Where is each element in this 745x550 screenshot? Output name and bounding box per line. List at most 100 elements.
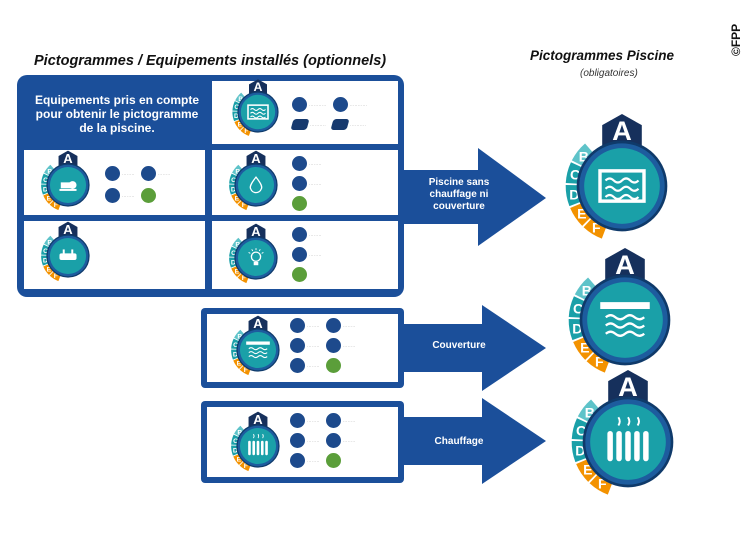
badge-inner — [237, 166, 275, 204]
moon-icon — [105, 188, 120, 203]
pool-water-icon — [247, 104, 269, 120]
meter-icon — [290, 413, 305, 428]
rating-letter: B — [235, 241, 240, 248]
rating-letter-a: A — [618, 371, 638, 402]
arrow-label-cover: Couverture — [432, 340, 486, 351]
rating-letter: E — [577, 205, 586, 221]
rating-letter: B — [238, 96, 243, 103]
moon-icon — [290, 358, 305, 373]
left-title: Pictogrammes / Equipements installés (op… — [34, 53, 387, 69]
pool-cover-icon — [600, 302, 650, 337]
rating-letter: B — [237, 333, 242, 340]
robot-icon — [59, 249, 77, 260]
rating-letter: B — [585, 404, 595, 420]
rating-letter: E — [238, 122, 243, 129]
rating-letter: F — [244, 128, 248, 135]
radiator-icon — [248, 433, 268, 456]
lightbulb-icon — [248, 248, 264, 266]
badge-inner — [237, 239, 275, 277]
icons-light: ........ ........ — [292, 227, 328, 282]
eco-icon — [140, 188, 156, 203]
rating-letter: B — [579, 148, 589, 164]
scop-icon — [290, 453, 305, 468]
badge-inner — [240, 94, 276, 130]
sound-icon — [290, 433, 305, 448]
rating-letter: B — [582, 282, 592, 298]
right-subtitle: (obligatoires) — [580, 68, 638, 79]
rating-letter: D — [43, 258, 48, 265]
meter-icon — [325, 413, 341, 428]
rating-letter: B — [47, 239, 52, 246]
bolt-icon — [292, 227, 307, 242]
rating-letter: F — [598, 475, 607, 491]
rating-letter-a: A — [251, 151, 261, 166]
icons-cover: ................ ................ ......… — [290, 318, 396, 373]
rating-letter: E — [583, 461, 592, 477]
bolt-icon — [292, 156, 307, 171]
tile-icon — [290, 119, 310, 130]
meter-icon — [325, 318, 341, 333]
arrow-label-no-heating: Piscine sans chauffage ni couverture — [428, 177, 490, 212]
rating-letter: C — [231, 177, 236, 184]
arrow-no-heating — [400, 148, 546, 246]
panel-intro: Equipements pris en compte pour obtenir … — [34, 93, 200, 135]
arrow-label-heating: Chauffage — [434, 436, 484, 447]
rating-letter: D — [569, 187, 579, 203]
rating-letter: B — [237, 429, 242, 436]
badge-inner — [587, 282, 663, 358]
rating-letter: C — [576, 423, 586, 439]
arrow-cover — [400, 305, 546, 391]
pool-cover-icon — [246, 341, 270, 359]
rating-letter: D — [572, 321, 582, 337]
rating-letter: D — [43, 187, 48, 194]
meter-icon — [332, 97, 348, 112]
rating-letter: D — [575, 443, 585, 459]
rating-letter-a: A — [251, 224, 261, 239]
rating-letter: B — [47, 168, 52, 175]
badge-inner — [239, 331, 277, 369]
shower-icon — [325, 338, 341, 353]
rating-letter: C — [231, 250, 236, 257]
eco-icon — [292, 267, 307, 282]
rating-letter: D — [231, 187, 236, 194]
rating-letter: F — [242, 275, 246, 282]
pool-water-icon — [598, 169, 646, 203]
rating-letter: C — [570, 167, 580, 183]
rating-letter: F — [244, 463, 248, 470]
rating-letter: E — [47, 266, 52, 273]
eco-icon — [325, 453, 341, 468]
rating-letter: F — [242, 202, 246, 209]
rating-letter-a: A — [615, 249, 635, 280]
eco-icon — [292, 196, 307, 211]
rating-letter-a: A — [612, 115, 632, 146]
rating-letter: F — [244, 367, 248, 374]
moon-icon — [292, 176, 307, 191]
rating-letter: E — [235, 195, 240, 202]
arrow-heating — [400, 398, 546, 484]
rating-letter: D — [233, 352, 238, 359]
rating-letter-a: A — [254, 80, 263, 94]
rating-letter-a: A — [63, 151, 73, 166]
bolt-icon — [290, 338, 305, 353]
rating-letter: E — [580, 339, 589, 355]
rating-letter: D — [233, 448, 238, 455]
rating-letter: C — [43, 177, 48, 184]
rating-letter: E — [237, 456, 242, 463]
rating-letter: C — [233, 438, 238, 445]
icons-pool-base: ...................... .................… — [290, 97, 396, 130]
water-drop-icon — [249, 176, 263, 194]
rating-letter: E — [235, 268, 240, 275]
rating-letter: C — [234, 104, 239, 111]
rating-letter: E — [47, 195, 52, 202]
rating-letter: D — [234, 113, 239, 120]
rating-letter: C — [43, 248, 48, 255]
